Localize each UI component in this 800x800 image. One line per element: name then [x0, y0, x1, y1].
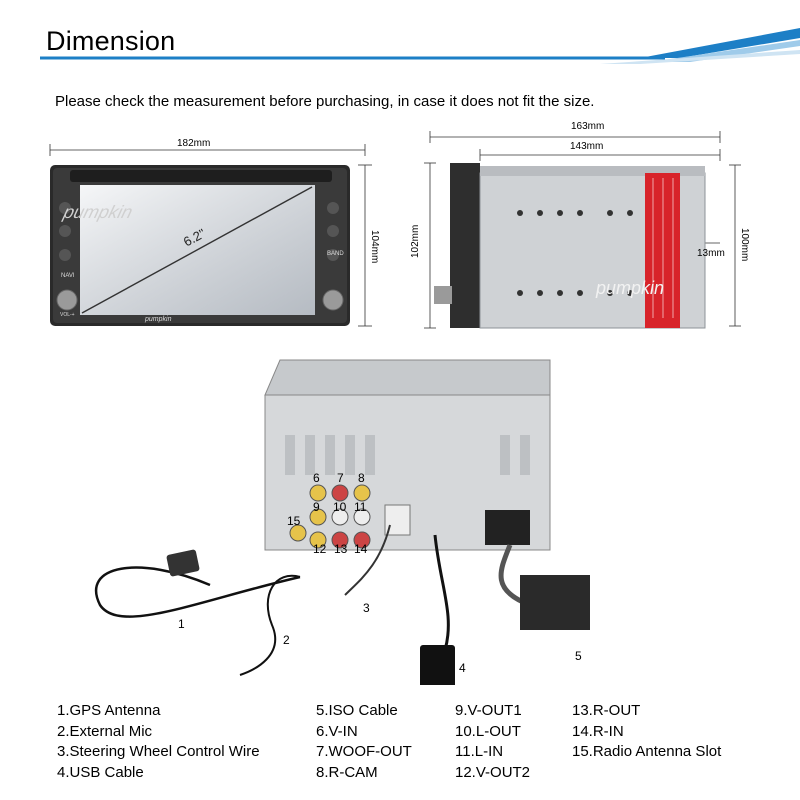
- front-height-label: 104mm: [369, 230, 380, 264]
- port-number-8: 8: [358, 471, 365, 485]
- legend-column-4: 13.R-OUT 14.R-IN 15.Radio Antenna Slot: [572, 701, 721, 763]
- legend-item: 8.R-CAM: [316, 763, 378, 781]
- cable-number-5: 5: [575, 649, 582, 663]
- front-width-label: 182mm: [177, 138, 211, 149]
- band-button-label: BAND: [327, 251, 344, 257]
- port-number-6: 6: [313, 471, 320, 485]
- legend-item: 15.Radio Antenna Slot: [572, 743, 722, 760]
- navi-button-label: NAVI: [61, 273, 75, 279]
- legend-item: 10.L-OUT: [455, 722, 521, 740]
- legend-item: 12.V-OUT2: [455, 763, 531, 781]
- legend-item: 2.External Mic: [57, 722, 153, 740]
- side-brand-watermark: pumpkin: [596, 278, 665, 298]
- legend-item: 6.V-IN: [316, 722, 358, 740]
- legend-item: 11.L-IN: [455, 743, 504, 760]
- header-decoration: [40, 28, 800, 64]
- cable-number-3: 3: [363, 601, 370, 615]
- legend-item: 5.ISO Cable: [316, 702, 398, 719]
- notice-text: Please check the measurement before purc…: [55, 93, 595, 110]
- port-number-12: 12: [313, 542, 327, 556]
- cable-number-2: 2: [283, 633, 290, 647]
- side-left-height-label: 102mm: [410, 224, 421, 258]
- port-number-14: 14: [354, 542, 368, 556]
- legend-item: 4.USB Cable: [57, 763, 144, 781]
- port-number-13: 13: [334, 542, 348, 556]
- front-brand-logo: pumpkin: [145, 316, 172, 323]
- legend-item: 14.R-IN: [572, 722, 624, 740]
- side-view-figure: [424, 131, 741, 329]
- legend-item: 1.GPS Antenna: [57, 702, 161, 719]
- cable-number-1: 1: [178, 617, 185, 631]
- legend-item: 7.WOOF-OUT: [316, 743, 412, 760]
- legend-item: 13.R-OUT: [572, 702, 641, 719]
- port-number-7: 7: [337, 471, 344, 485]
- side-outer-width-label: 163mm: [571, 121, 605, 132]
- legend-item: 3.Steering Wheel Control Wire: [57, 743, 260, 760]
- side-inner-width-label: 143mm: [570, 141, 604, 152]
- port-number-11: 11: [354, 500, 367, 514]
- side-right-height-label: 100mm: [739, 228, 750, 262]
- legend-column-3: 9.V-OUT1 10.L-OUT 11.L-IN 12.V-OUT2: [455, 701, 530, 783]
- front-brand-watermark: pumpkin: [61, 202, 135, 222]
- legend-item: 9.V-OUT1: [455, 702, 522, 719]
- front-view-figure: [49, 144, 372, 327]
- legend-column-2: 5.ISO Cable 6.V-IN 7.WOOF-OUT 8.R-CAM: [316, 701, 412, 783]
- port-number-10: 10: [333, 500, 347, 514]
- port-number-15: 15: [287, 514, 301, 528]
- vol-button-label: VOL-+: [60, 312, 75, 318]
- port-number-9: 9: [313, 500, 320, 514]
- legend-column-1: 1.GPS Antenna 2.External Mic 3.Steering …: [57, 701, 260, 783]
- side-depth-label: 13mm: [697, 248, 725, 259]
- header-banner: Dimension: [0, 0, 800, 80]
- cable-number-4: 4: [459, 661, 466, 675]
- rear-view-figure: [94, 359, 590, 685]
- page-title: Dimension: [46, 26, 176, 56]
